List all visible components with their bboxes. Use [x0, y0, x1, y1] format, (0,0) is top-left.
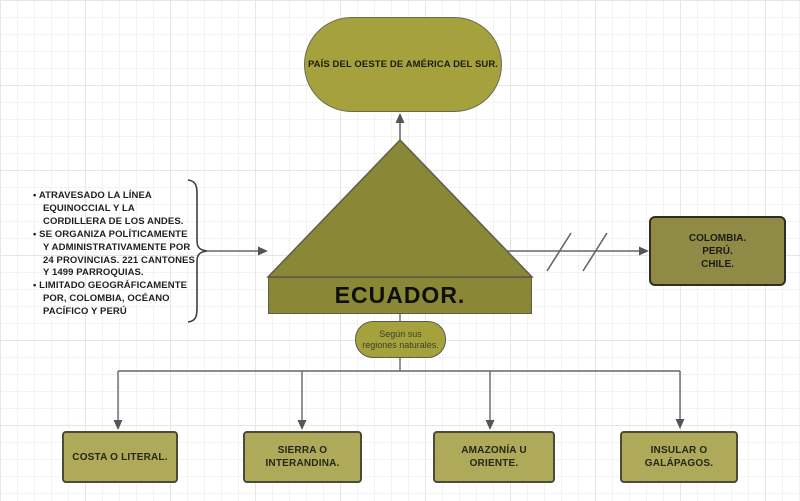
ecuador-label: ECUADOR. — [334, 282, 466, 308]
break-slash-icon — [546, 232, 572, 272]
arrowhead-right-icon — [258, 246, 268, 256]
arrowhead-down-icon — [297, 420, 307, 430]
fact-item: • SE ORGANIZA POLÍTICAMENTE Y ADMINISTRA… — [33, 228, 195, 279]
connector-facts[interactable] — [207, 246, 268, 256]
fact-item: • LIMITADO GEOGRÁFICAMENTE POR, COLOMBIA… — [33, 280, 188, 318]
region-label: COSTA O LITERAL. — [72, 451, 168, 463]
fact-item: • ATRAVESADO LA LÍNEA EQUINOCCIAL Y LA C… — [33, 190, 184, 227]
arrowhead-up-icon — [395, 113, 405, 123]
region-label: AMAZONÍA U ORIENTE. — [461, 445, 527, 469]
node-region-insular[interactable]: INSULAR O GALÁPAGOS. — [620, 431, 738, 483]
node-colombia-peru-chile[interactable]: COLOMBIA. PERÚ. CHILE. — [649, 216, 786, 286]
node-region-costa[interactable]: COSTA O LITERAL. — [62, 431, 178, 483]
connector-neighbors[interactable] — [506, 232, 649, 272]
region-label: SIERRA O INTERANDINA. — [265, 445, 340, 469]
arrowhead-down-icon — [675, 419, 685, 429]
break-slash-icon — [582, 232, 608, 272]
facts-list: • ATRAVESADO LA LÍNEA EQUINOCCIAL Y LA C… — [33, 190, 195, 319]
arrowhead-down-icon — [485, 420, 495, 430]
node-region-sierra[interactable]: SIERRA O INTERANDINA. — [243, 431, 362, 483]
node-segun-regiones[interactable]: Según sus regiones naturales. — [355, 321, 446, 358]
connector-tree[interactable] — [113, 370, 685, 430]
arrowhead-down-icon — [113, 420, 123, 430]
qualifier-node-label: Según sus regiones naturales. — [362, 328, 439, 350]
node-region-amazonia[interactable]: AMAZONÍA U ORIENTE. — [433, 431, 555, 483]
arrowhead-right-icon — [639, 246, 649, 256]
node-ecuador[interactable]: ECUADOR. — [268, 277, 532, 314]
region-label: INSULAR O GALÁPAGOS. — [644, 445, 714, 469]
top-node-label: PAÍS DEL OESTE DE AMÉRICA DEL SUR. — [307, 59, 499, 70]
node-pais-del-oeste[interactable]: PAÍS DEL OESTE DE AMÉRICA DEL SUR. — [304, 17, 502, 112]
pyramid-triangle-shape[interactable] — [266, 138, 534, 278]
connector-top[interactable] — [395, 113, 405, 141]
neighbor-node-label: COLOMBIA. PERÚ. CHILE. — [688, 232, 747, 270]
